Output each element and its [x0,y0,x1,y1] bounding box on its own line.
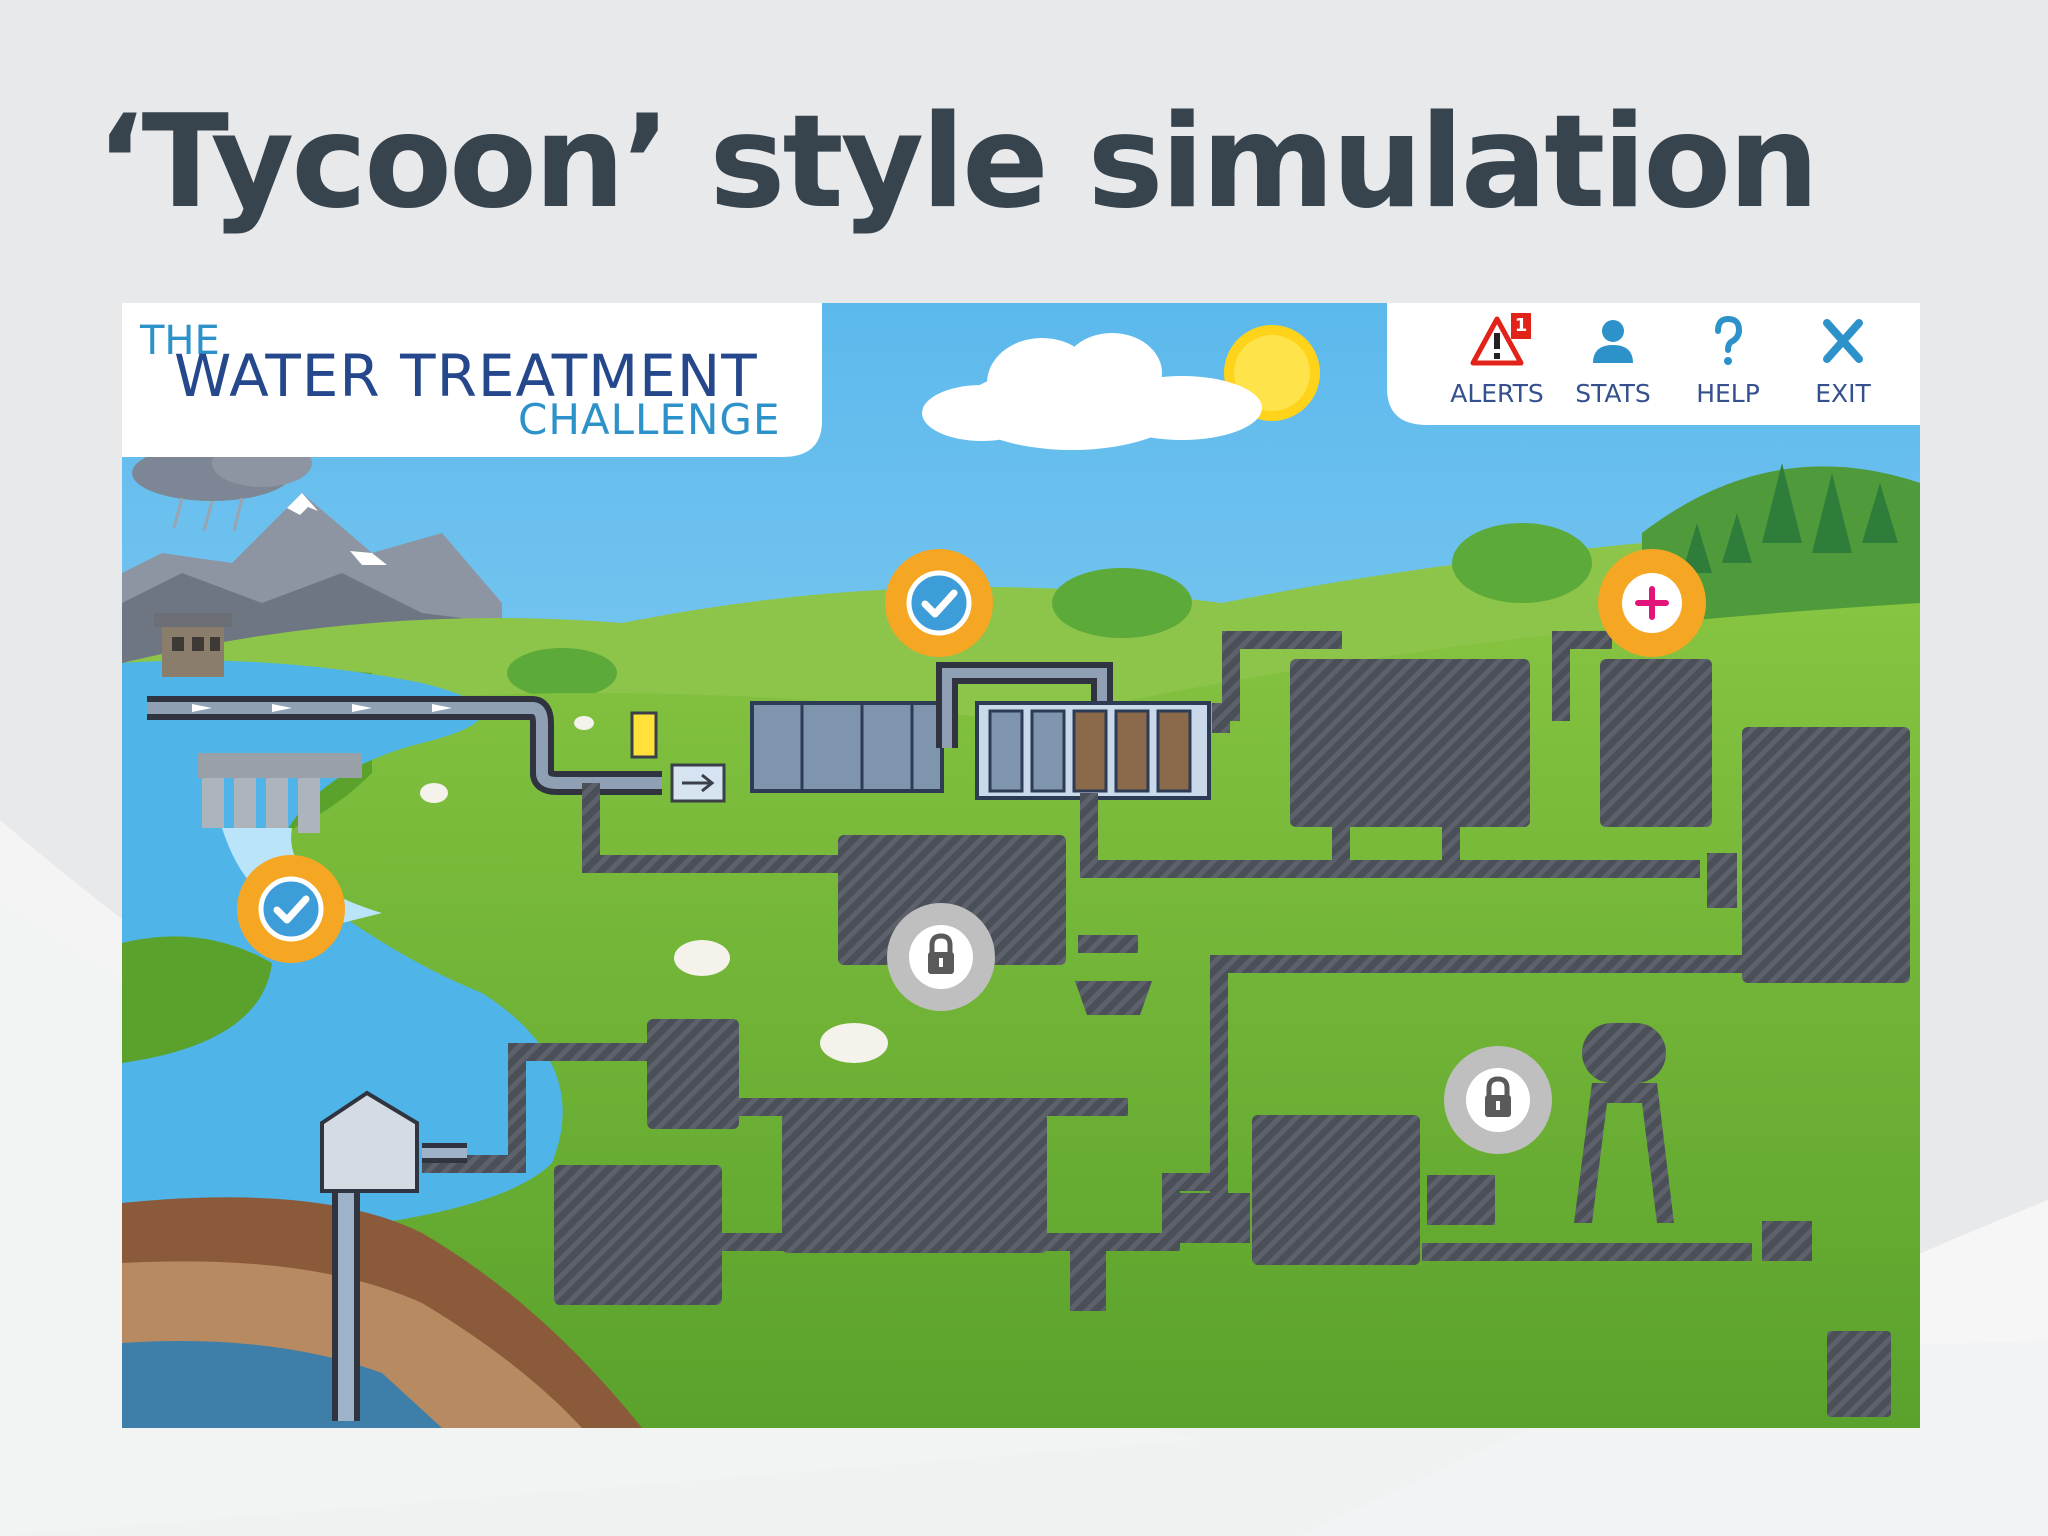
help-label: HELP [1696,379,1760,408]
logo-the: THE [140,318,220,364]
exit-label: EXIT [1815,379,1871,408]
dosing-tank [630,711,726,803]
question-mark-icon [1715,315,1743,365]
lock-icon [1444,1046,1552,1154]
intake-tower [154,613,232,677]
logo-sub: CHALLENGE [518,395,781,444]
logo-main: WATER TREATMENT [174,342,758,410]
distribution-locked-marker[interactable] [1442,1044,1554,1156]
stats-label: STATS [1575,379,1651,408]
intake-pipe [147,696,662,795]
sheep [420,716,888,1063]
treatment-complete-marker[interactable] [883,547,995,659]
river-island [122,936,272,1063]
alerts-badge: 1 [1511,313,1531,339]
flocculation-tank [750,701,944,793]
slide-title: ‘Tycoon’ style simulation [96,88,1819,237]
exit-button[interactable]: EXIT [1787,313,1899,417]
lock-icon [887,903,995,1011]
game-scene [122,303,1920,1428]
stats-button[interactable]: STATS [1557,313,1669,417]
game-logo: THE WATER TREATMENT CHALLENGE [122,303,822,457]
game-menu: 1 ALERTS STATS HELP [1387,303,1920,425]
alerts-label: ALERTS [1450,379,1544,408]
alert-triangle-icon [1470,316,1524,366]
close-x-icon [1823,319,1863,363]
plus-icon [1598,549,1706,657]
borehole [122,1090,642,1428]
cloud [922,333,1262,450]
check-icon [237,855,345,963]
alerts-button[interactable]: 1 ALERTS [1441,313,1553,417]
help-button[interactable]: HELP [1672,313,1784,417]
reservoir-add-marker[interactable] [1596,547,1708,659]
person-icon [1593,320,1633,363]
river [122,660,563,1243]
check-icon [885,549,993,657]
storage-locked-marker[interactable] [885,901,997,1013]
forest [507,463,1920,698]
logo-panel-bg [122,303,822,457]
locked-network [422,631,1910,1417]
dam-complete-marker[interactable] [235,853,347,965]
filter-beds [936,662,1211,800]
game-screen[interactable]: THE WATER TREATMENT CHALLENGE 1 ALERTS [122,303,1920,1428]
